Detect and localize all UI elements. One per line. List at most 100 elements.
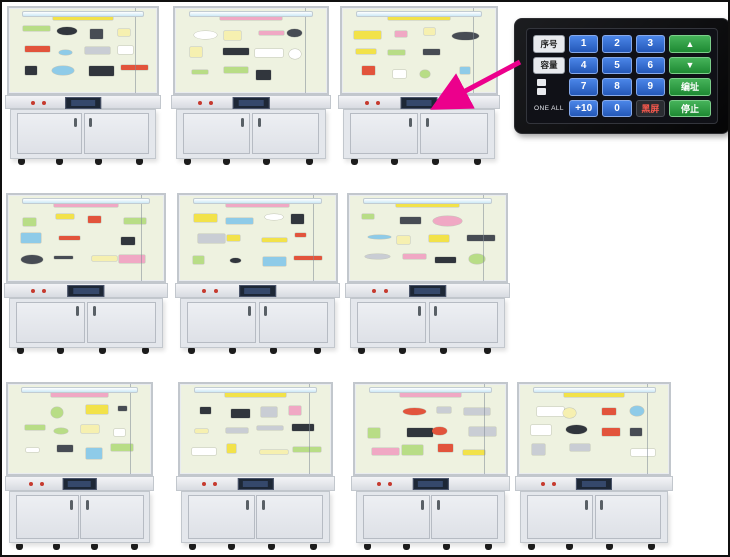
- fluorescent-lamp: [363, 197, 492, 204]
- cabinet-door-right: [80, 495, 144, 539]
- board-item: [223, 47, 249, 55]
- board-item: [197, 233, 225, 243]
- training-cabinet: [171, 6, 331, 165]
- fluorescent-lamp: [188, 10, 314, 17]
- counter-top: [4, 476, 155, 492]
- caster-wheel: [95, 159, 103, 165]
- board-item: [433, 215, 462, 226]
- board-item: [25, 45, 50, 52]
- cabinet-door-right: [420, 113, 488, 155]
- training-cabinet: [5, 6, 161, 165]
- board-item: [354, 30, 381, 40]
- indicator-button: [31, 288, 36, 293]
- board-item: [120, 65, 148, 71]
- board-item: [292, 423, 314, 431]
- fluorescent-lamp: [368, 386, 493, 394]
- caster-wheel: [267, 544, 275, 550]
- caster-wheel: [305, 159, 313, 165]
- keypad-key: 容量: [533, 56, 565, 74]
- board-item: [192, 256, 205, 264]
- cabinet-door-right: [256, 495, 324, 539]
- caster-wheel: [313, 348, 321, 354]
- control-display: [575, 477, 613, 491]
- board-item: [392, 70, 406, 79]
- board-item: [223, 67, 248, 73]
- caster-wheel: [227, 544, 235, 550]
- board-item: [419, 69, 431, 78]
- board-item: [193, 30, 217, 40]
- board-item: [86, 448, 102, 459]
- counter-top: [175, 283, 340, 298]
- board-item: [258, 30, 285, 36]
- cabinet-door-left: [187, 495, 255, 539]
- indicator-button: [202, 482, 207, 487]
- glass-door-edge: [135, 8, 137, 94]
- board-item: [629, 405, 644, 416]
- keypad-key: 6: [635, 56, 665, 74]
- door-handle-icon: [70, 500, 74, 511]
- keypad-key: 5: [602, 56, 632, 74]
- caster-wheel: [17, 348, 25, 354]
- display-board: [348, 15, 490, 90]
- glass-door-edge: [129, 384, 131, 475]
- cabinet-door-left: [362, 495, 430, 539]
- cabinet-door-left: [350, 113, 418, 155]
- indicator-button: [388, 482, 393, 487]
- board-item: [371, 447, 399, 455]
- caster-wheel: [228, 348, 236, 354]
- cabinet-door-left: [526, 495, 594, 539]
- cabinet-door-right: [428, 301, 498, 344]
- board-item: [402, 407, 426, 415]
- board-item: [400, 217, 422, 225]
- door-handle-icon: [436, 500, 440, 511]
- board-item: [223, 31, 241, 40]
- display-board: [14, 202, 158, 278]
- board-item: [362, 214, 375, 220]
- display-case: [6, 382, 153, 477]
- board-title-strip: [563, 392, 625, 397]
- cabinet-body: [10, 109, 156, 159]
- caster-wheel: [222, 159, 230, 165]
- keypad-key: 8: [602, 78, 632, 96]
- board-item: [601, 408, 617, 415]
- board-item: [226, 217, 254, 225]
- control-display: [238, 284, 277, 297]
- training-cabinet: [176, 382, 335, 550]
- caster-wheel: [55, 159, 63, 165]
- cabinet-body: [9, 297, 163, 348]
- keypad-key: 1: [569, 35, 599, 53]
- indicator-button: [372, 288, 377, 293]
- display-case: [177, 193, 338, 284]
- indicator-button: [41, 100, 46, 105]
- board-item: [118, 28, 130, 37]
- board-item: [437, 407, 451, 413]
- door-handle-icon: [92, 306, 96, 316]
- board-item: [429, 235, 450, 242]
- board-item: [469, 427, 497, 437]
- indicator-button: [552, 482, 557, 487]
- cabinet-door-left: [16, 113, 83, 155]
- board-item: [260, 406, 277, 418]
- board-item: [22, 217, 37, 227]
- keypad-key: ▼: [669, 56, 711, 74]
- board-item: [255, 49, 283, 57]
- keypad-key: 停止: [669, 99, 711, 117]
- board-item: [89, 66, 115, 77]
- board-item: [462, 449, 485, 455]
- board-title-strip: [225, 202, 290, 208]
- keypad-key: +10: [569, 99, 599, 117]
- board-item: [226, 443, 237, 454]
- door-handle-icon: [600, 500, 604, 511]
- keypad-key: 4: [569, 56, 599, 74]
- glass-door-edge: [304, 8, 306, 94]
- training-cabinet: [351, 382, 510, 550]
- board-item: [89, 29, 104, 39]
- training-cabinet: [345, 193, 510, 354]
- counter-top: [351, 476, 510, 492]
- cabinet-body: [350, 297, 505, 348]
- caster-wheel: [440, 348, 448, 354]
- door-handle-icon: [241, 118, 245, 128]
- display-board: [525, 392, 663, 470]
- board-title-strip: [50, 392, 109, 397]
